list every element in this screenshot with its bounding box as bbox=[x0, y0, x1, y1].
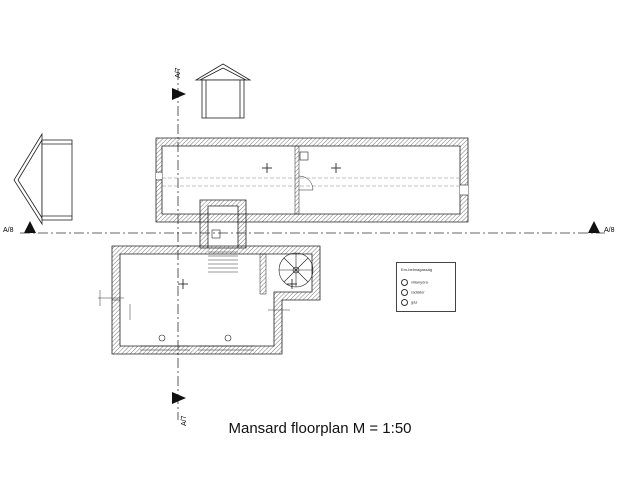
legend-item-label: radiátor bbox=[411, 289, 425, 295]
radiator-icon bbox=[401, 289, 408, 296]
legend-item: gáz bbox=[401, 299, 417, 306]
dormer-elevation-left bbox=[13, 132, 73, 226]
spiral-stair bbox=[278, 252, 314, 288]
drawing-title: Mansard floorplan M = 1:50 bbox=[228, 420, 412, 437]
light-fixture-icon bbox=[262, 163, 341, 173]
stair-connector bbox=[199, 199, 247, 273]
legend-title: Em-belmagasság bbox=[401, 267, 433, 272]
upper-room-block bbox=[155, 137, 469, 223]
radiator-icon bbox=[158, 334, 166, 342]
section-label-a8-left: A/8 bbox=[3, 227, 14, 234]
section-marker-a7-top bbox=[172, 88, 186, 100]
gas-icon bbox=[224, 334, 232, 342]
meter-icon bbox=[401, 279, 408, 286]
legend-item: radiátor bbox=[401, 289, 425, 296]
section-marker-a8-left bbox=[24, 221, 36, 233]
section-marker-a8-right bbox=[588, 221, 600, 233]
dormer-elevation-top bbox=[194, 63, 252, 119]
gas-icon bbox=[401, 299, 408, 306]
section-line-a8: A/8 A/8 bbox=[3, 221, 615, 234]
light-fixture-icon bbox=[178, 279, 297, 289]
legend-item-label: villanyóra bbox=[411, 279, 428, 285]
section-marker-a7-bottom bbox=[172, 392, 186, 404]
legend-box: Em-belmagasság villanyóra radiátor gáz bbox=[396, 262, 456, 312]
radiator-icon bbox=[299, 151, 309, 161]
section-label-a8-right: A/8 bbox=[604, 227, 615, 234]
lower-room-block bbox=[98, 245, 321, 355]
legend-item: villanyóra bbox=[401, 279, 428, 286]
legend-item-label: gáz bbox=[411, 299, 418, 305]
section-label-a7-top: A/7 bbox=[175, 67, 182, 78]
section-line-a7: A/7 A/7 bbox=[172, 67, 188, 426]
section-label-a7-bottom: A/7 bbox=[181, 415, 188, 426]
